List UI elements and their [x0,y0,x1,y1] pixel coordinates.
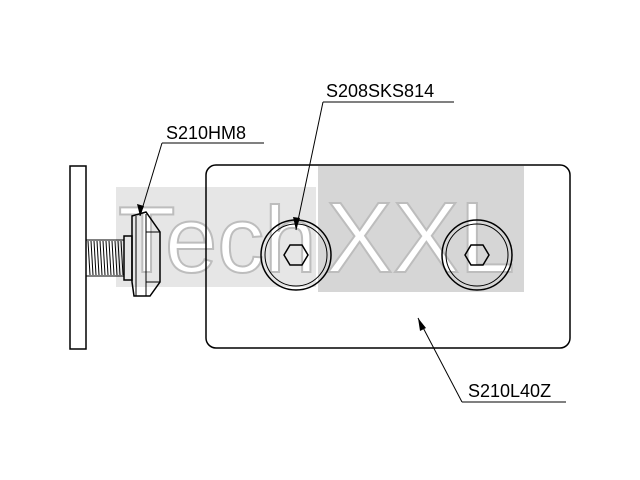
hex-socket-icon [283,244,309,266]
thread-line [105,240,109,276]
thread-line [96,240,100,276]
hammer-nut-detail [135,214,160,296]
connector-plate [205,164,571,349]
thread-line [114,240,118,276]
leader-arrowhead [293,217,300,230]
screw-head-inner [445,223,509,287]
leader-line [417,317,463,403]
leader-line [295,101,324,231]
bolt-threads [87,240,124,276]
threaded-bolt [85,239,125,277]
leader-arrowhead [418,318,426,331]
watermark-right-block [318,166,524,292]
watermark-left-block [116,187,316,287]
hammer-nut-body [131,211,161,297]
label-plate: S210L40Z [468,381,551,401]
thread-line [93,240,97,276]
hex-socket-icon [464,244,490,266]
thread-line [90,240,94,276]
thread-line [102,240,106,276]
watermark-brand-left: Tech [118,187,317,292]
watermark-brand-right: XXL [326,182,515,294]
screw-head-right [441,219,513,291]
leader-arrowhead [137,204,144,216]
leader-hammer-nut: S210HM8 [137,123,264,217]
thread-line [120,240,124,276]
profile-end-plate [69,165,87,350]
thread-line [87,240,91,276]
label-hammer-nut: S210HM8 [166,123,246,143]
label-screw: S208SKS814 [326,81,434,101]
thread-line [108,240,112,276]
thread-line [117,240,121,276]
watermark: Tech XXL [116,166,524,295]
thread-line [111,240,115,276]
screw-head-outer [441,219,513,291]
leader-plate: S210L40Z [417,317,566,403]
leader-screw: S208SKS814 [293,81,454,231]
hammer-nut [123,211,161,297]
leader-line [139,142,163,217]
thread-line [99,240,103,276]
